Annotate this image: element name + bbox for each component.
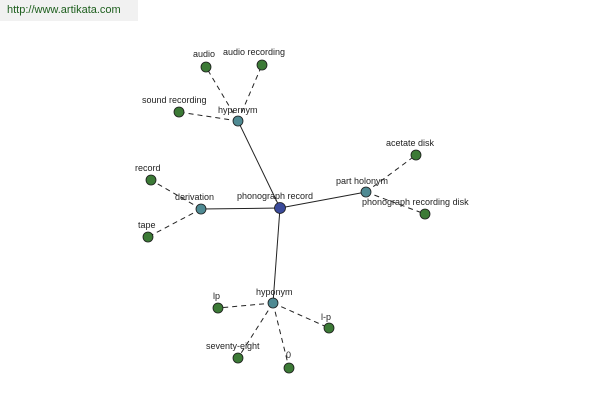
watermark-url: http://www.artikata.com [0, 0, 138, 21]
node-l-p-dot[interactable] [323, 322, 335, 334]
node-layer: phonograph record hypernym derivation part … [135, 47, 469, 374]
node-acetate-disk-dot[interactable] [410, 149, 422, 161]
node-hyponym[interactable]: hyponym [256, 287, 293, 309]
edge-layer [147, 64, 426, 369]
node-phonograph-recording-disk[interactable]: phonograph recording disk [362, 197, 469, 220]
node-hypernym-dot[interactable] [232, 115, 244, 127]
node-seventy-eight-dot[interactable] [232, 352, 244, 364]
node-seventy-eight-label: seventy-eight [206, 341, 260, 351]
node-record-dot[interactable] [145, 174, 157, 186]
node-lp-dot[interactable] [212, 302, 224, 314]
node-part-holonym-label: part holonym [336, 176, 388, 186]
edge-center-to-hyponym [272, 207, 281, 304]
node-zero-dot[interactable] [283, 362, 295, 374]
edge-part-holonym-to-acetate-disk [365, 154, 417, 193]
node-part-holonym[interactable]: part holonym [336, 176, 388, 198]
node-audio-dot[interactable] [200, 61, 212, 73]
edge-hyponym-to-l-p [272, 302, 330, 329]
node-zero[interactable]: 0 [283, 350, 295, 374]
node-record[interactable]: record [135, 163, 161, 186]
node-sound-recording[interactable]: sound recording [142, 95, 207, 118]
node-phonograph-recording-disk-dot[interactable] [419, 208, 431, 220]
node-center-dot[interactable] [274, 202, 286, 214]
node-acetate-disk-label: acetate disk [386, 138, 435, 148]
node-tape[interactable]: tape [138, 220, 156, 243]
node-sound-recording-dot[interactable] [173, 106, 185, 118]
node-l-p-label: l-p [321, 312, 331, 322]
edge-hyponym-to-lp [217, 302, 274, 309]
node-tape-label: tape [138, 220, 156, 230]
node-audio-label: audio [193, 49, 215, 59]
node-center[interactable]: phonograph record [237, 191, 313, 214]
node-acetate-disk[interactable]: acetate disk [386, 138, 435, 161]
node-audio[interactable]: audio [193, 49, 215, 73]
edge-hyponym-to-seventy-eight [237, 302, 274, 359]
node-hyponym-label: hyponym [256, 287, 293, 297]
node-l-p[interactable]: l-p [321, 312, 335, 334]
node-seventy-eight[interactable]: seventy-eight [206, 341, 260, 364]
node-part-holonym-dot[interactable] [360, 186, 372, 198]
node-audio-recording-label: audio recording [223, 47, 285, 57]
node-derivation[interactable]: derivation [175, 192, 214, 215]
node-center-label: phonograph record [237, 191, 313, 201]
node-audio-recording-dot[interactable] [256, 59, 268, 71]
node-derivation-label: derivation [175, 192, 214, 202]
edge-derivation-to-tape [147, 208, 202, 238]
edge-part-holonym-to-phonograph-recording-disk [365, 191, 426, 215]
node-hyponym-dot[interactable] [267, 297, 279, 309]
edge-hypernym-to-audio [205, 66, 239, 122]
edge-derivation-to-record [150, 179, 202, 210]
node-lp-label: lp [213, 291, 220, 301]
node-zero-label: 0 [286, 350, 291, 360]
edge-hypernym-to-audio-recording [237, 64, 263, 122]
node-tape-dot[interactable] [142, 231, 154, 243]
node-lp[interactable]: lp [212, 291, 224, 314]
edge-hypernym-to-sound-recording [178, 111, 239, 122]
node-sound-recording-label: sound recording [142, 95, 207, 105]
edge-center-to-derivation [200, 207, 281, 210]
node-derivation-dot[interactable] [195, 203, 207, 215]
node-hypernym[interactable]: hypernym [218, 105, 258, 127]
edge-center-to-part-holonym [279, 191, 367, 209]
edge-hyponym-to-zero [272, 302, 290, 369]
edge-center-to-hypernym [237, 120, 281, 209]
node-phonograph-recording-disk-label: phonograph recording disk [362, 197, 469, 207]
node-audio-recording[interactable]: audio recording [223, 47, 285, 71]
node-record-label: record [135, 163, 161, 173]
node-hypernym-label: hypernym [218, 105, 258, 115]
